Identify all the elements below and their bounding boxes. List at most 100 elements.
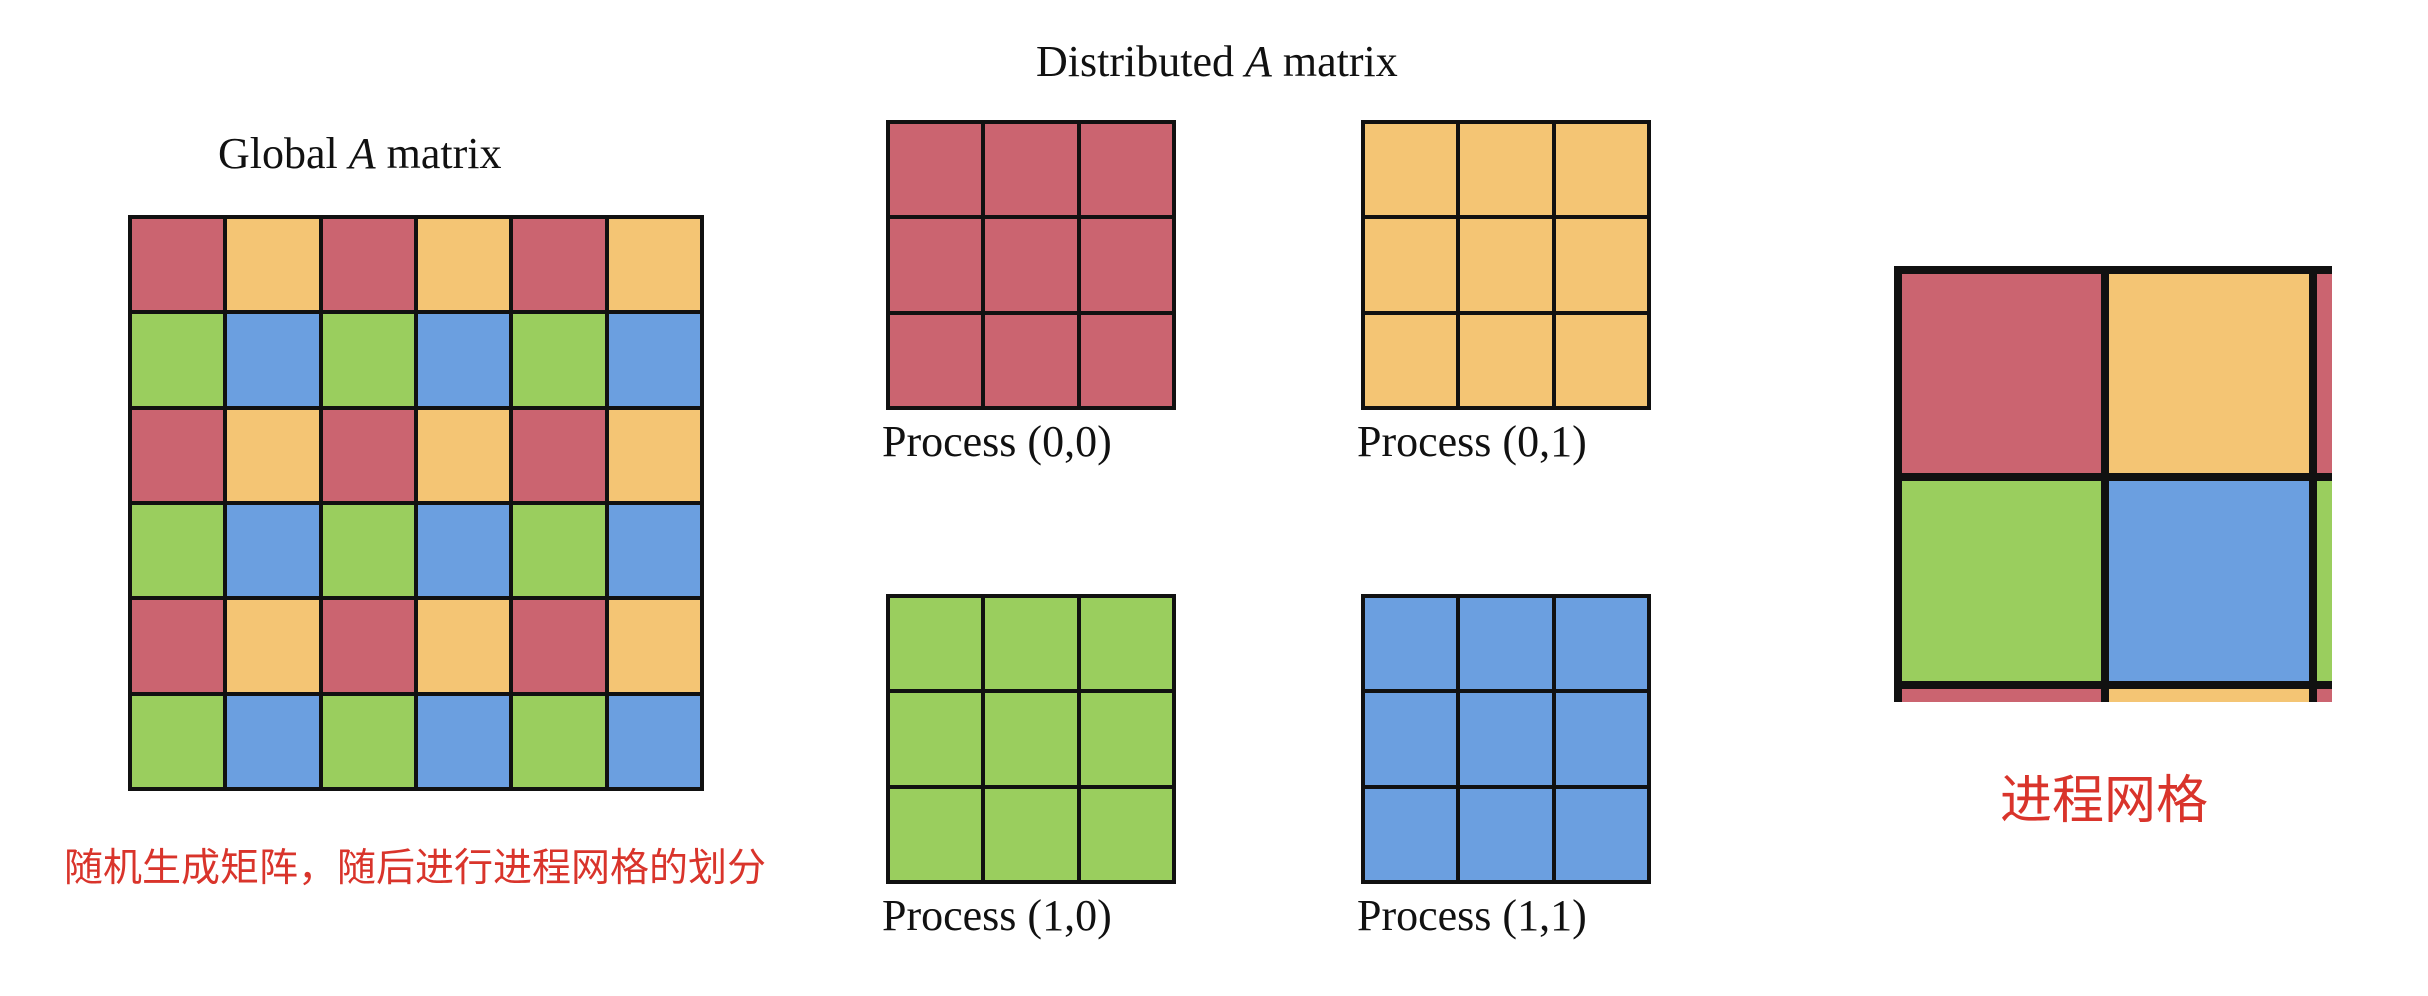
global-cell-2-2 xyxy=(322,409,414,501)
process-cell xyxy=(985,598,1077,690)
process-cell xyxy=(890,124,982,216)
process-cell xyxy=(890,314,982,406)
process-cell xyxy=(1365,598,1457,690)
global-cell-2-4 xyxy=(513,409,605,501)
process-cell xyxy=(1460,788,1552,880)
process-cell xyxy=(1080,314,1172,406)
annotation-left: 随机生成矩阵，随后进行进程网格的划分 xyxy=(64,846,767,891)
process-cell xyxy=(1365,219,1457,311)
process-label-1-1: Process (1,1) xyxy=(1357,891,1587,940)
process-grid-cell-1-1 xyxy=(2109,481,2309,681)
global-cell-2-5 xyxy=(608,409,700,501)
process-grid-zoom xyxy=(1894,266,2332,702)
process-cell xyxy=(1555,693,1647,785)
global-cell-3-3 xyxy=(418,505,510,597)
global-cell-5-0 xyxy=(132,695,224,787)
process-grid-cell-2-1 xyxy=(2109,688,2309,702)
process-cell xyxy=(1555,314,1647,406)
process-cell xyxy=(1460,693,1552,785)
global-cell-0-1 xyxy=(227,219,319,311)
global-cell-1-4 xyxy=(513,314,605,406)
process-label-0-0: Process (0,0) xyxy=(882,417,1112,466)
global-cell-4-1 xyxy=(227,600,319,692)
global-cell-0-2 xyxy=(322,219,414,311)
global-cell-3-5 xyxy=(608,505,700,597)
process-block-0-0 xyxy=(886,120,1176,410)
global-cell-2-1 xyxy=(227,409,319,501)
process-cell xyxy=(890,219,982,311)
distributed-title-prefix: Distributed xyxy=(1036,37,1234,86)
process-cell xyxy=(1365,124,1457,216)
global-cell-4-2 xyxy=(322,600,414,692)
process-cell xyxy=(1080,788,1172,880)
global-cell-1-1 xyxy=(227,314,319,406)
process-cell xyxy=(1460,314,1552,406)
global-cell-5-5 xyxy=(608,695,700,787)
global-matrix xyxy=(128,215,704,791)
process-cell xyxy=(1365,314,1457,406)
global-title-symbol: A xyxy=(348,129,376,178)
process-cell xyxy=(1365,788,1457,880)
process-cell xyxy=(1460,219,1552,311)
global-cell-5-2 xyxy=(322,695,414,787)
global-cell-3-1 xyxy=(227,505,319,597)
distributed-title-suffix: matrix xyxy=(1282,37,1398,86)
global-cell-4-0 xyxy=(132,600,224,692)
global-cell-3-2 xyxy=(322,505,414,597)
distributed-matrix-title: Distributed A matrix xyxy=(1036,36,1398,87)
process-cell xyxy=(985,219,1077,311)
process-grid-cell-1-0 xyxy=(1902,481,2102,681)
process-cell xyxy=(985,314,1077,406)
process-grid-cell-2-0 xyxy=(1902,688,2102,702)
process-cell xyxy=(1080,124,1172,216)
global-cell-5-1 xyxy=(227,695,319,787)
global-matrix-title: Global A matrix xyxy=(218,128,502,179)
global-cell-0-3 xyxy=(418,219,510,311)
global-title-suffix: matrix xyxy=(386,129,502,178)
annotation-process-grid: 进程网格 xyxy=(2000,771,2209,831)
process-cell xyxy=(890,598,982,690)
process-cell xyxy=(985,788,1077,880)
process-block-1-0 xyxy=(886,594,1176,884)
process-cell xyxy=(1365,693,1457,785)
global-cell-1-2 xyxy=(322,314,414,406)
global-cell-2-0 xyxy=(132,409,224,501)
process-cell xyxy=(890,693,982,785)
global-cell-0-0 xyxy=(132,219,224,311)
global-cell-4-4 xyxy=(513,600,605,692)
global-cell-4-3 xyxy=(418,600,510,692)
process-cell xyxy=(1555,219,1647,311)
global-cell-3-0 xyxy=(132,505,224,597)
global-title-prefix: Global xyxy=(218,129,338,178)
process-block-0-1 xyxy=(1361,120,1651,410)
global-cell-1-3 xyxy=(418,314,510,406)
process-grid-cell-0-0 xyxy=(1902,274,2102,474)
process-cell xyxy=(1555,788,1647,880)
global-cell-0-4 xyxy=(513,219,605,311)
process-cell xyxy=(1080,219,1172,311)
process-cell xyxy=(1460,598,1552,690)
process-cell xyxy=(985,693,1077,785)
global-cell-2-3 xyxy=(418,409,510,501)
process-cell xyxy=(1460,124,1552,216)
process-cell xyxy=(890,788,982,880)
global-cell-5-4 xyxy=(513,695,605,787)
process-block-1-1 xyxy=(1361,594,1651,884)
process-cell xyxy=(1080,693,1172,785)
global-cell-4-5 xyxy=(608,600,700,692)
process-label-0-1: Process (0,1) xyxy=(1357,417,1587,466)
process-grid-cell-0-1 xyxy=(2109,274,2309,474)
global-cell-5-3 xyxy=(418,695,510,787)
process-cell xyxy=(1555,124,1647,216)
process-grid-cell-0-2 xyxy=(2316,274,2332,474)
process-grid-cell-1-2 xyxy=(2316,481,2332,681)
global-cell-0-5 xyxy=(608,219,700,311)
process-grid xyxy=(1894,266,2332,702)
process-cell xyxy=(985,124,1077,216)
global-cell-1-5 xyxy=(608,314,700,406)
distributed-title-symbol: A xyxy=(1244,37,1272,86)
process-grid-cell-2-2 xyxy=(2316,688,2332,702)
global-cell-3-4 xyxy=(513,505,605,597)
process-label-1-0: Process (1,0) xyxy=(882,891,1112,940)
process-cell xyxy=(1555,598,1647,690)
